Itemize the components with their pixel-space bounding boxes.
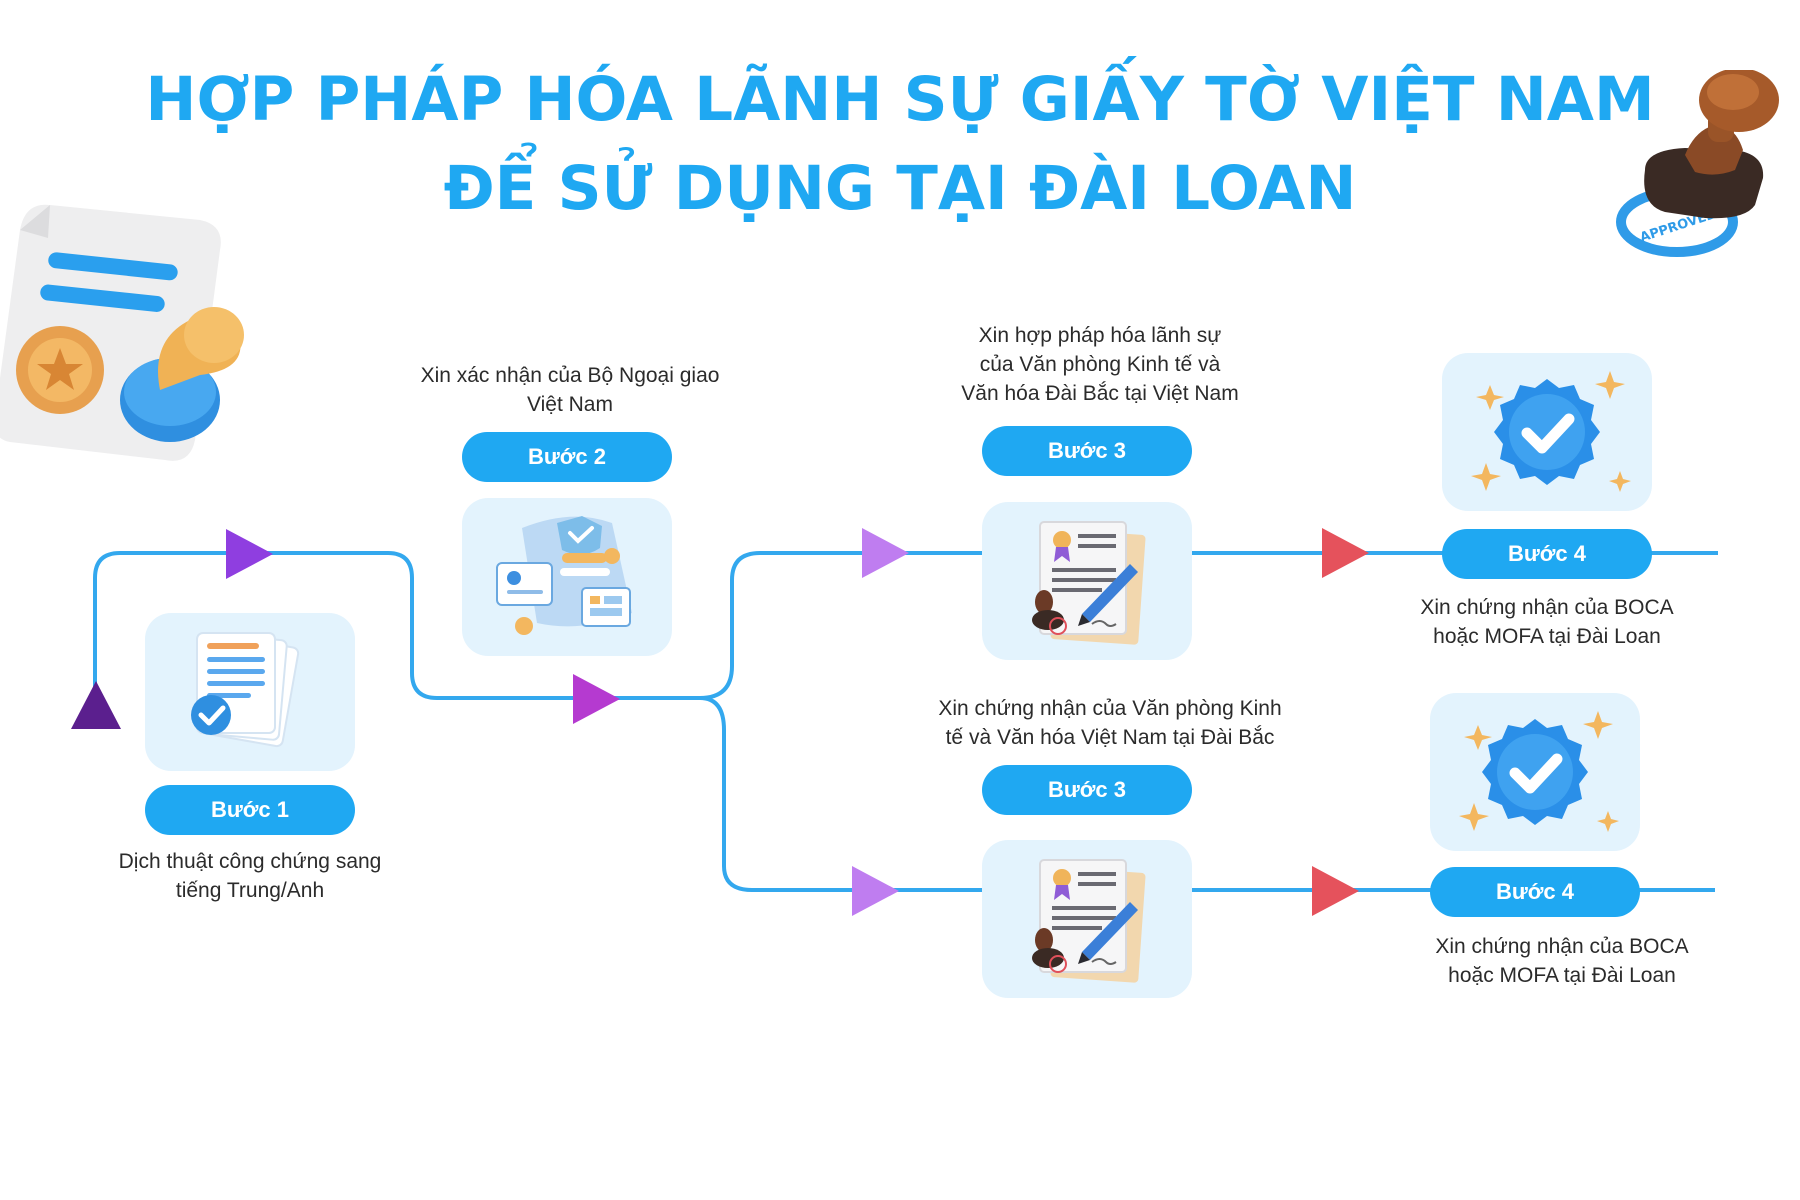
arrow-right-icon-5: [1322, 528, 1369, 578]
step-4-lower-desc-line: Xin chứng nhận của BOCA: [1435, 935, 1689, 958]
step-3-lower-desc-line: Xin chứng nhận của Văn phòng Kinh: [938, 697, 1282, 720]
step-3-upper-badge: Bước 3: [982, 426, 1192, 476]
step-4-upper-description: Xin chứng nhận của BOCA hoặc MOFA tại Đà…: [1370, 593, 1724, 651]
step-4-lower-description: Xin chứng nhận của BOCA hoặc MOFA tại Đà…: [1385, 932, 1739, 990]
step-3-lower-card: [982, 840, 1192, 998]
verified-badge-icon: [1471, 371, 1631, 492]
step-2-badge: Bước 2: [462, 432, 672, 482]
step-2-card: [462, 498, 672, 656]
arrow-right-icon-3: [862, 528, 909, 578]
verified-badge-icon: [1459, 711, 1619, 832]
step-4-upper-desc-line: Xin chứng nhận của BOCA: [1420, 596, 1674, 619]
step-2-desc-line: Xin xác nhận của Bộ Ngoại giao: [420, 364, 720, 387]
arrow-right-icon-1: [226, 529, 273, 579]
flow-path-upper-branch: [699, 551, 1718, 700]
step-3-upper-description: Xin hợp pháp hóa lãnh sự của Văn phòng K…: [920, 321, 1280, 408]
approved-stamp-icon: APPROVED: [1616, 70, 1779, 257]
step-3-upper-desc-line: của Văn phòng Kinh tế và: [979, 353, 1221, 376]
step-3-upper-desc-line: Xin hợp pháp hóa lãnh sự: [978, 324, 1222, 347]
arrow-right-icon-4: [852, 866, 899, 916]
step-4-lower-badge: Bước 4: [1430, 867, 1640, 917]
step-4-upper-card: [1442, 353, 1652, 511]
certificate-signing-icon: [1032, 521, 1146, 645]
step-4-upper-desc-line: hoặc MOFA tại Đài Loan: [1433, 625, 1661, 648]
step-4-lower-card: [1430, 693, 1640, 851]
step-1-desc-line: tiếng Trung/Anh: [175, 879, 325, 902]
certificate-signing-icon: [1032, 859, 1146, 983]
step-2-description: Xin xác nhận của Bộ Ngoại giao Việt Nam: [400, 361, 740, 419]
document-stamp-icon: [0, 204, 244, 461]
step-3-upper-desc-line: Văn hóa Đài Bắc tại Việt Nam: [961, 382, 1239, 405]
step-1-desc-line: Dịch thuật công chứng sang: [118, 850, 382, 873]
step-3-upper-card: [982, 502, 1192, 660]
flow-path-lower-branch: [699, 696, 1715, 892]
documents-check-icon: [191, 632, 300, 748]
page-title-line-1: HỢP PHÁP HÓA LÃNH SỰ GIẤY TỜ VIỆT NAM: [145, 64, 1655, 135]
step-3-lower-desc-line: tế và Văn hóa Việt Nam tại Đài Bắc: [945, 726, 1275, 749]
step-1-badge: Bước 1: [145, 785, 355, 835]
arrow-right-icon-2: [573, 674, 620, 724]
start-arrow-icon: [71, 681, 121, 729]
step-3-lower-description: Xin chứng nhận của Văn phòng Kinh tế và …: [880, 694, 1340, 752]
flow-path-main: [93, 551, 708, 700]
step-3-lower-badge: Bước 3: [982, 765, 1192, 815]
step-4-upper-badge: Bước 4: [1442, 529, 1652, 579]
page-title-line-2: ĐỂ SỬ DỤNG TẠI ĐÀI LOAN: [443, 153, 1357, 224]
step-4-lower-desc-line: hoặc MOFA tại Đài Loan: [1448, 964, 1676, 987]
id-verification-icon: [496, 516, 632, 635]
arrow-right-icon-6: [1312, 866, 1359, 916]
step-1-description: Dịch thuật công chứng sang tiếng Trung/A…: [80, 847, 420, 905]
step-1-card: [145, 613, 355, 771]
step-2-desc-line: Việt Nam: [527, 393, 613, 416]
